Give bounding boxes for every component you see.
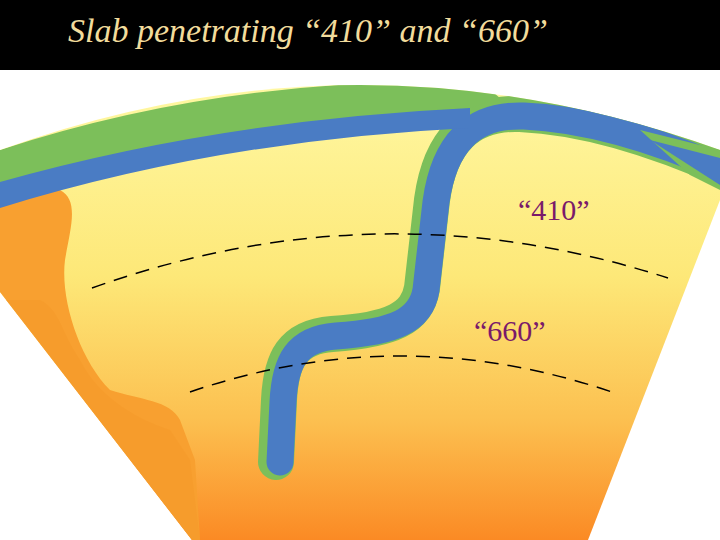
plume-shade xyxy=(0,300,200,540)
plume xyxy=(0,190,200,540)
slab xyxy=(280,116,720,462)
continent xyxy=(0,78,500,182)
title-text: Slab penetrating “410” and “660” xyxy=(68,12,548,50)
right-plate-core xyxy=(650,140,720,185)
discontinuity-410 xyxy=(92,234,668,288)
slab-crust xyxy=(276,114,720,462)
depth-label: “660” xyxy=(474,314,546,348)
right-plate xyxy=(640,130,720,190)
depth-label: “410” xyxy=(518,193,590,227)
discontinuity-660 xyxy=(190,356,612,392)
title-bar xyxy=(0,0,720,70)
section-clip xyxy=(0,60,720,540)
